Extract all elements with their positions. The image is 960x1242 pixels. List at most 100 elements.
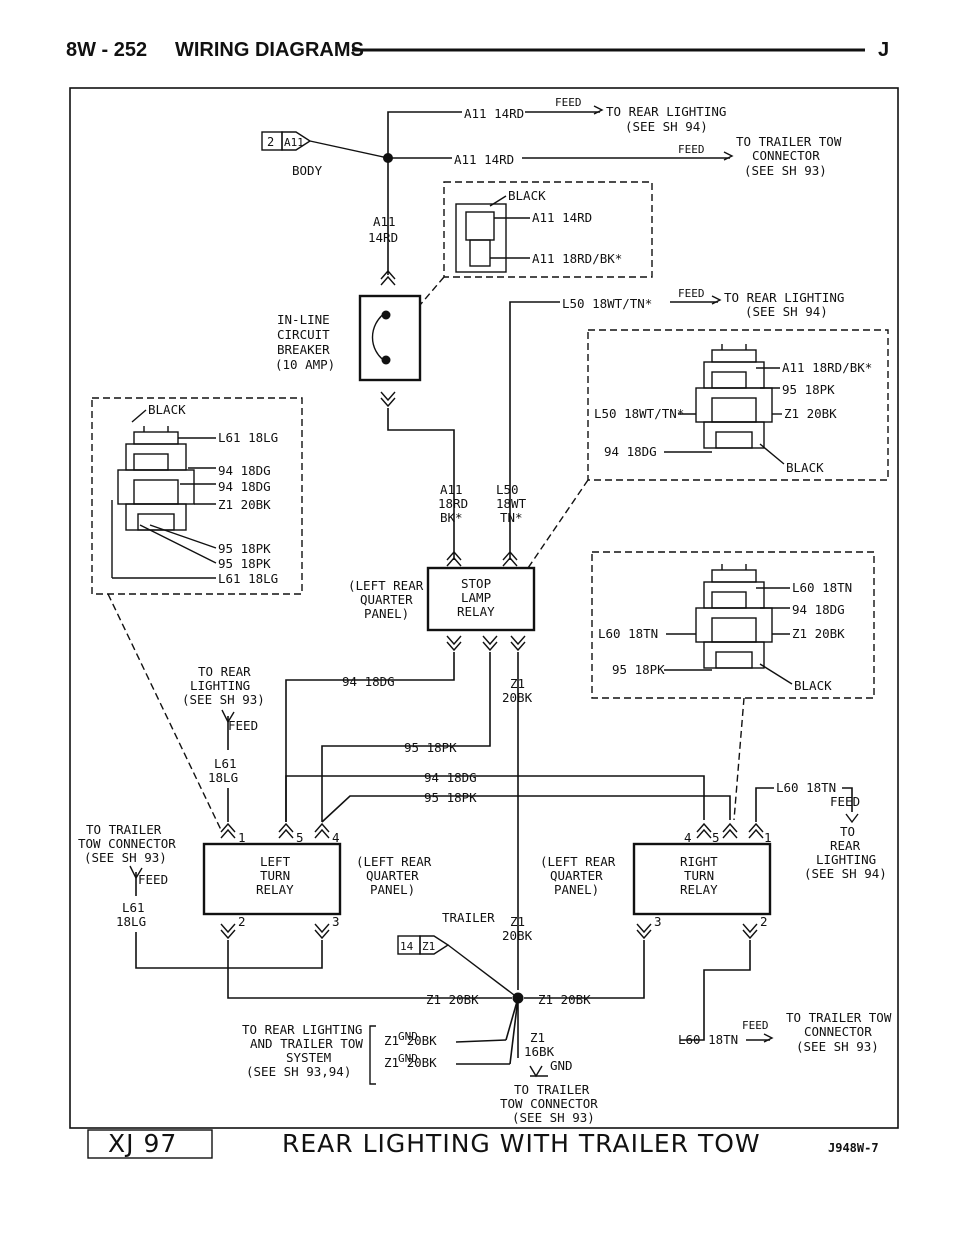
title-block: XJ 97 REAR LIGHTING WITH TRAILER TOW J94…: [87, 1129, 879, 1159]
svg-text:4: 4: [332, 830, 340, 845]
svg-text:95 18PK: 95 18PK: [424, 790, 477, 805]
svg-text:CONNECTOR: CONNECTOR: [752, 148, 820, 163]
svg-text:RELAY: RELAY: [256, 882, 294, 897]
svg-text:A11: A11: [284, 136, 304, 149]
diagram-title: REAR LIGHTING WITH TRAILER TOW: [282, 1129, 761, 1158]
svg-text:(LEFT REAR: (LEFT REAR: [348, 578, 424, 593]
svg-text:14RD: 14RD: [368, 230, 398, 245]
svg-text:1: 1: [764, 830, 772, 845]
svg-text:L61 18LG: L61 18LG: [218, 430, 278, 445]
svg-text:(SEE SH 93,94): (SEE SH 93,94): [246, 1064, 351, 1079]
wire-z1-right: [524, 940, 645, 999]
svg-text:Z1 20BK: Z1 20BK: [384, 1055, 437, 1070]
svg-text:Z1 20BK: Z1 20BK: [784, 406, 837, 421]
svg-text:Z1: Z1: [422, 940, 435, 953]
feed-label-1: FEED: [555, 96, 582, 109]
svg-text:TURN: TURN: [684, 868, 714, 883]
svg-text:PANEL): PANEL): [554, 882, 599, 897]
svg-text:TO TRAILER TOW: TO TRAILER TOW: [736, 134, 842, 149]
svg-text:1: 1: [238, 830, 246, 845]
connector-outline: [91, 397, 303, 595]
svg-text:L60 18TN: L60 18TN: [678, 1032, 738, 1047]
svg-text:95 18PK: 95 18PK: [612, 662, 665, 677]
svg-text:TOW CONNECTOR: TOW CONNECTOR: [500, 1096, 598, 1111]
svg-text:TO REAR LIGHTING: TO REAR LIGHTING: [606, 104, 726, 119]
wire-l50: [509, 301, 560, 560]
svg-text:L60 18TN: L60 18TN: [792, 580, 852, 595]
breaker-connector: BLACK A11 14RD A11 18RD/BK*: [413, 181, 653, 313]
splice-arrow: [281, 131, 312, 151]
section-title: WIRING DIAGRAMS: [175, 39, 364, 61]
svg-text:94 18DG: 94 18DG: [342, 674, 395, 689]
svg-text:L60 18TN: L60 18TN: [776, 780, 836, 795]
svg-text:AND TRAILER TOW: AND TRAILER TOW: [250, 1036, 363, 1051]
svg-text:5: 5: [712, 830, 720, 845]
model-box: [87, 1129, 213, 1159]
model-letter: J: [878, 39, 889, 61]
svg-text:(SEE SH 93): (SEE SH 93): [182, 692, 265, 707]
left-turn-relay: TO REAR LIGHTING (SEE SH 93) FEED L61 18…: [78, 664, 512, 999]
svg-text:3: 3: [654, 914, 662, 929]
right-relay-box: [632, 842, 772, 916]
svg-text:95 18PK: 95 18PK: [782, 382, 835, 397]
svg-text:TO TRAILER: TO TRAILER: [86, 822, 162, 837]
figure-code: J948W-7: [828, 1141, 879, 1155]
svg-text:14: 14: [400, 940, 414, 953]
right-relay-connector: L60 18TN 94 18DG Z1 20BK L60 18TN 95 18P…: [591, 551, 875, 821]
svg-text:95 18PK: 95 18PK: [404, 740, 457, 755]
svg-text:16BK: 16BK: [524, 1044, 555, 1059]
svg-text:L61: L61: [214, 756, 237, 771]
page-header: 8W - 252 WIRING DIAGRAMS J: [66, 39, 889, 61]
svg-text:94 18DG: 94 18DG: [792, 602, 845, 617]
svg-text:A11 18RD/BK*: A11 18RD/BK*: [532, 251, 622, 266]
svg-text:94 18DG: 94 18DG: [424, 770, 477, 785]
svg-text:L60 18TN: L60 18TN: [598, 626, 658, 641]
model-code: XJ 97: [108, 1129, 177, 1158]
svg-text:LIGHTING: LIGHTING: [816, 852, 876, 867]
svg-text:GND: GND: [398, 1052, 418, 1065]
svg-text:(SEE SH 93): (SEE SH 93): [84, 850, 167, 865]
connector-outline: [443, 181, 653, 278]
svg-text:2: 2: [760, 914, 768, 929]
svg-text:TRAILER: TRAILER: [442, 910, 495, 925]
svg-text:FEED: FEED: [138, 872, 168, 887]
circuit-breaker: IN-LINE CIRCUIT BREAKER (10 AMP) A11 18R…: [275, 294, 468, 560]
left-relay-connector: BLACK L61 18LG 94 18DG 94 18DG Z1 20BK 9…: [91, 397, 303, 833]
connector-outline: [587, 329, 889, 481]
svg-text:LIGHTING: LIGHTING: [190, 678, 250, 693]
svg-text:95 18PK: 95 18PK: [218, 556, 271, 571]
svg-text:QUARTER: QUARTER: [360, 592, 413, 607]
page-number: 8W - 252: [66, 39, 147, 61]
svg-text:L50 18WT/TN*: L50 18WT/TN*: [594, 406, 684, 421]
svg-text:RIGHT: RIGHT: [680, 854, 718, 869]
svg-text:A11: A11: [440, 482, 463, 497]
svg-text:L61: L61: [122, 900, 145, 915]
diagram-frame: [69, 87, 899, 1129]
wire-l61-loop: [135, 932, 323, 969]
svg-text:Z1: Z1: [530, 1030, 545, 1045]
svg-text:(SEE SH 93): (SEE SH 93): [744, 163, 827, 178]
svg-text:Z1 20BK: Z1 20BK: [218, 497, 271, 512]
svg-text:LAMP: LAMP: [461, 590, 491, 605]
svg-text:TO REAR LIGHTING: TO REAR LIGHTING: [724, 290, 844, 305]
svg-text:FEED: FEED: [830, 794, 860, 809]
svg-text:BLACK: BLACK: [794, 678, 832, 693]
svg-text:95 18PK: 95 18PK: [218, 541, 271, 556]
wire-a11-label-2: A11 14RD: [454, 152, 514, 167]
left-relay-box: [202, 842, 342, 916]
svg-text:20BK: 20BK: [502, 690, 533, 705]
svg-text:TO TRAILER TOW: TO TRAILER TOW: [786, 1010, 892, 1025]
svg-text:(SEE SH 94): (SEE SH 94): [745, 304, 828, 319]
relay-interconnect: 94 18DG Z1 20BK 95 18PK 94 18DG 95 18PK: [285, 652, 731, 990]
svg-text:SYSTEM: SYSTEM: [286, 1050, 331, 1065]
right-turn-relay: 4 5 1 RIGHT TURN RELAY 3 2 (LEFT REAR QU…: [524, 780, 892, 1054]
svg-text:4: 4: [684, 830, 692, 845]
svg-text:BLACK: BLACK: [148, 402, 186, 417]
svg-text:A11 14RD: A11 14RD: [532, 210, 592, 225]
svg-text:REAR: REAR: [830, 838, 861, 853]
svg-text:TURN: TURN: [260, 868, 290, 883]
l50-feed: L50 18WT/TN* FEED TO REAR LIGHTING (SEE …: [496, 287, 844, 560]
svg-text:QUARTER: QUARTER: [366, 868, 419, 883]
svg-text:L61 18LG: L61 18LG: [218, 571, 278, 586]
svg-text:L50: L50: [496, 482, 519, 497]
